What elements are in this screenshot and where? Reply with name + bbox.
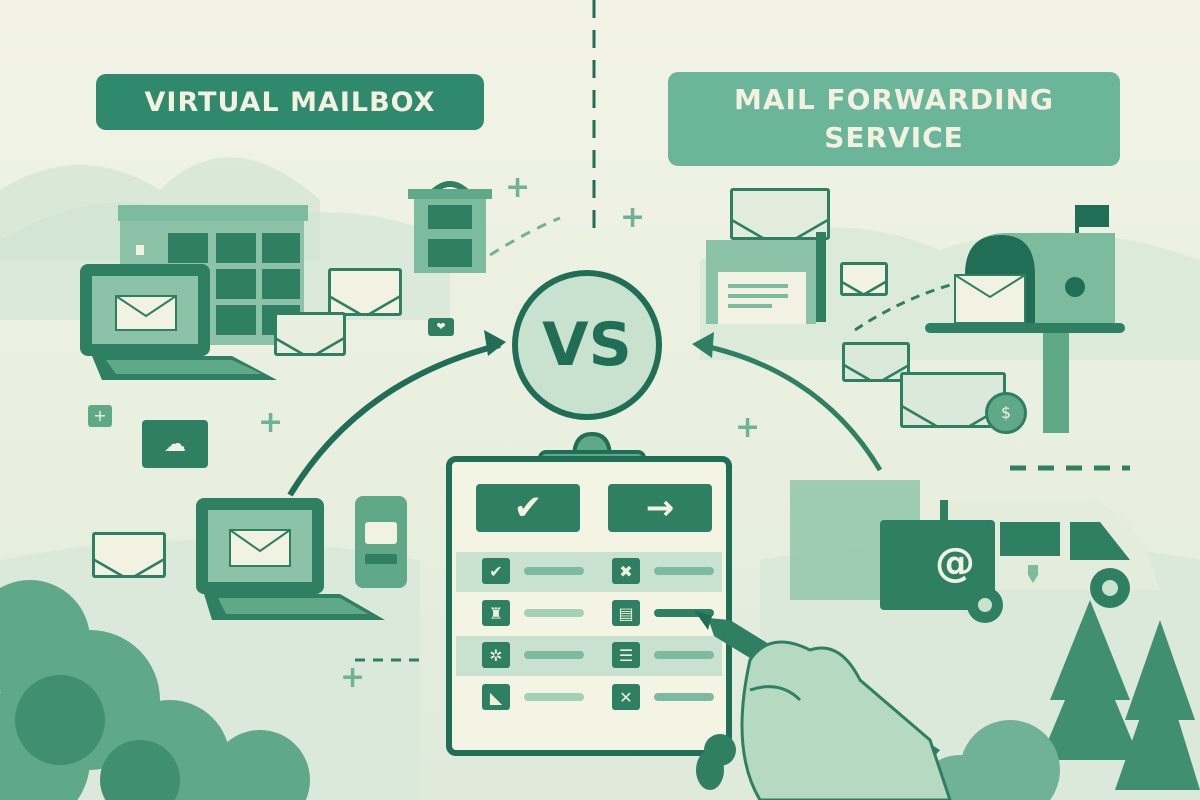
plus-icon: + — [505, 170, 531, 205]
clipboard-row: ◣ ✕ — [456, 678, 722, 718]
at-sign-icon: @ — [935, 540, 975, 586]
cloud-icon: ☁ — [142, 420, 208, 468]
clipboard-right-header: → — [608, 484, 712, 532]
text-bar — [654, 651, 714, 659]
plus-icon: + — [735, 410, 761, 445]
clipboard-row: ✔ ✖ — [456, 552, 722, 592]
check-icon: ✔ — [482, 558, 510, 584]
tools-icon: ✖ — [612, 558, 640, 584]
phone-icon — [355, 496, 407, 588]
heart-envelope-icon: ❤ — [428, 318, 454, 336]
delivery-van-icon — [790, 480, 1160, 623]
virtual-mailbox-title: VIRTUAL MAILBOX — [96, 74, 484, 130]
envelope-icon — [842, 342, 910, 382]
card-icon: ▤ — [612, 600, 640, 626]
envelope-icon — [92, 532, 166, 578]
mail-forwarding-title-line1: MAIL FORWARDING — [734, 83, 1054, 116]
comparison-clipboard: ✔ → ✔ ✖ ♜ ▤ ✲ ☰ ◣ ✕ — [446, 456, 732, 756]
text-bar — [524, 609, 584, 617]
envelope-icon — [840, 262, 888, 296]
text-bar — [524, 693, 584, 701]
badge-icon: ✲ — [482, 642, 510, 668]
text-bar — [654, 693, 714, 701]
plus-icon: + — [340, 660, 366, 695]
clipboard-row: ✲ ☰ — [456, 636, 722, 676]
laptop-icon — [196, 498, 385, 620]
coin-icon: $ — [985, 392, 1027, 434]
mail-forwarding-title-line2: SERVICE — [824, 121, 964, 154]
clipboard-left-header: ✔ — [476, 484, 580, 532]
mail-forwarding-title: MAIL FORWARDING SERVICE — [668, 72, 1120, 166]
text-bar — [654, 609, 714, 617]
envelope-icon — [328, 268, 402, 316]
vs-badge: VS — [512, 270, 662, 420]
text-bar — [524, 651, 584, 659]
mailbox-icon — [925, 205, 1125, 433]
plus-tile-icon: + — [88, 405, 112, 427]
text-bar — [524, 567, 584, 575]
plus-icon: + — [258, 405, 284, 440]
check-envelope-icon — [274, 312, 346, 356]
envelope-icon — [730, 188, 830, 240]
laptop-icon — [80, 264, 277, 380]
corner-icon: ◣ — [482, 684, 510, 710]
post-office-icon — [408, 181, 492, 273]
hand-with-pen-icon — [694, 610, 952, 800]
plus-icon: + — [620, 200, 646, 235]
list-icon: ☰ — [612, 642, 640, 668]
x-icon: ✕ — [612, 684, 640, 710]
person-icon: ♜ — [482, 600, 510, 626]
open-envelope-icon — [706, 232, 826, 324]
clipboard-row: ♜ ▤ — [456, 594, 722, 634]
text-bar — [654, 567, 714, 575]
